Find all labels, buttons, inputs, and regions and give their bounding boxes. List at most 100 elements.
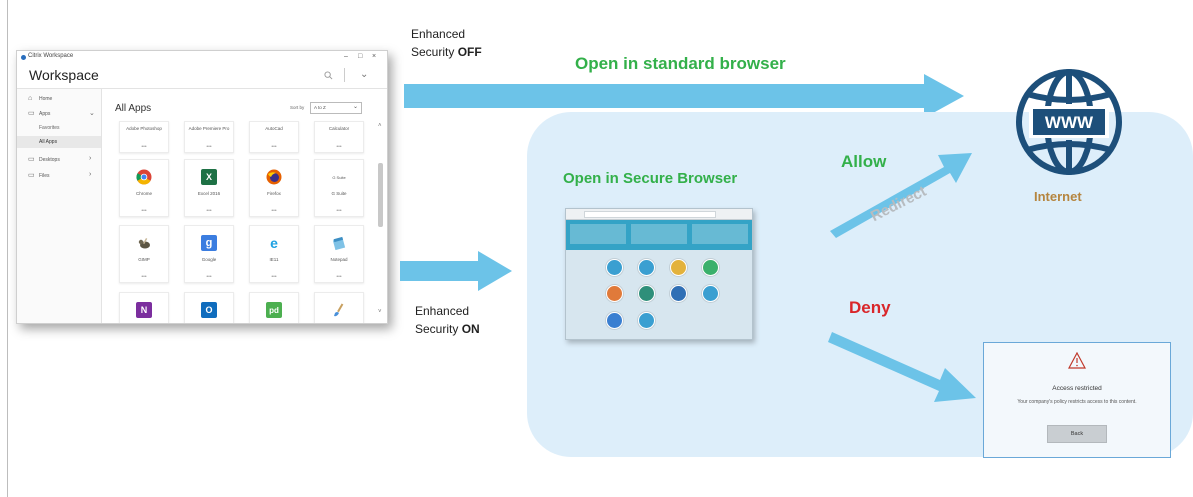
home-icon: ⌂ [28, 95, 33, 102]
app-tile-onenote[interactable]: N [119, 292, 169, 323]
shield-icon [638, 312, 655, 329]
access-restricted-title: Access restricted [1052, 385, 1102, 392]
sidebar-item-label: Apps [39, 111, 51, 117]
app-name: Adobe Premiere Pro [188, 126, 230, 131]
sidebar-subitem-favorites[interactable]: Favorites [17, 122, 101, 134]
label-line: Enhanced [411, 27, 466, 41]
user-icon [606, 259, 623, 276]
app-tile-firefox[interactable]: Firefox ••• [249, 159, 299, 217]
app-tile-ie11[interactable]: e IE11 ••• [249, 225, 299, 283]
minimize-button[interactable]: – [344, 53, 348, 60]
more-options-button[interactable]: ••• [271, 208, 277, 214]
account-menu-chevron-icon[interactable]: ⌄ [360, 69, 369, 80]
open-secure-browser-label: Open in Secure Browser [563, 170, 738, 187]
more-options-button[interactable]: ••• [141, 208, 147, 214]
app-tile-gsuite[interactable]: G Suite G Suite ••• [314, 159, 364, 217]
close-button[interactable]: × [372, 53, 377, 60]
citrix-logo-icon [21, 55, 26, 60]
app-tile-excel[interactable]: X Excel 2016 ••• [184, 159, 234, 217]
app-tile-adobe-photoshop[interactable]: Adobe Photoshop ••• [119, 121, 169, 153]
app-tile-notepad[interactable]: Notepad ••• [314, 225, 364, 283]
arrow-deny [828, 318, 978, 408]
scroll-down-icon[interactable]: ˅ [378, 309, 382, 315]
sort-dropdown[interactable]: A to Z ⌄ [310, 102, 362, 114]
sort-label: Sort by [290, 105, 305, 110]
left-divider-line [7, 0, 8, 497]
more-options-button[interactable]: ••• [271, 144, 277, 150]
banner-card [692, 224, 748, 244]
warning-icon [1068, 351, 1086, 374]
paint-icon [331, 302, 347, 318]
app-tile-autocad[interactable]: AutoCad ••• [249, 121, 299, 153]
more-options-button[interactable]: ••• [141, 144, 147, 150]
page-title: All Apps [115, 103, 152, 114]
scrollbar-thumb[interactable] [378, 163, 383, 227]
secure-browser-screenshot [565, 208, 753, 340]
maximize-button[interactable]: □ [358, 53, 363, 60]
sidebar-item-apps[interactable]: ▭ Apps ⌄ [17, 107, 101, 120]
cloud-icon [670, 285, 687, 302]
arrow-to-secure-browser [400, 251, 514, 291]
internet-label: Internet [1034, 189, 1082, 204]
enhanced-security-off-label: Enhanced Security OFF [411, 25, 482, 61]
notepad-icon [331, 235, 347, 251]
chevron-right-icon: › [89, 155, 92, 162]
label-bold: OFF [457, 45, 482, 59]
label-prefix: Security [415, 322, 462, 336]
sort-value: A to Z [314, 105, 326, 110]
more-options-button[interactable]: ••• [206, 144, 212, 150]
chevron-down-icon: ⌄ [352, 104, 358, 110]
label-line: Security ON [415, 320, 480, 338]
app-tile-calculator[interactable]: Calculator ••• [314, 121, 364, 153]
app-tile-paint[interactable] [314, 292, 364, 323]
apps-scrollbar[interactable]: ˄ ˅ [378, 123, 384, 323]
app-name: Chrome [135, 191, 152, 196]
chrome-icon [136, 169, 152, 185]
app-name: Firefox [267, 191, 281, 196]
search-icon[interactable] [324, 71, 333, 82]
more-options-button[interactable]: ••• [271, 274, 277, 280]
app-tile-google[interactable]: g Google ••• [184, 225, 234, 283]
more-options-button[interactable]: ••• [336, 274, 342, 280]
sidebar-item-home[interactable]: ⌂ Home [17, 92, 101, 105]
sidebar-subitem-all-apps[interactable]: All Apps [17, 136, 101, 148]
label-prefix: Security [411, 45, 458, 59]
app-name: Calculator [328, 126, 350, 131]
workspace-window: Citrix Workspace – □ × Workspace ⌄ ⌂ Hom… [16, 50, 388, 324]
label-line: Enhanced [415, 304, 470, 318]
grid-icon [638, 285, 655, 302]
app-name: GIMP [138, 257, 150, 262]
app-tile-outlook[interactable]: O [184, 292, 234, 323]
access-restricted-message: Your company's policy restricts access t… [1017, 399, 1137, 405]
open-standard-browser-label: Open in standard browser [575, 54, 786, 73]
sidebar-item-desktops[interactable]: ▭ Desktops › [17, 153, 101, 166]
more-options-button[interactable]: ••• [336, 144, 342, 150]
banner-card [570, 224, 626, 244]
more-options-button[interactable]: ••• [141, 274, 147, 280]
app-tile-chrome[interactable]: Chrome ••• [119, 159, 169, 217]
app-tile-gimp[interactable]: GIMP ••• [119, 225, 169, 283]
pdf-icon: pd [266, 302, 282, 318]
back-button[interactable]: Back [1047, 425, 1107, 443]
onenote-icon: N [136, 302, 152, 318]
app-name: Excel 2016 [197, 191, 221, 196]
google-icon: g [201, 235, 217, 251]
banner-card [631, 224, 687, 244]
excel-icon: X [201, 169, 217, 185]
browser-address-bar [584, 211, 716, 218]
gimp-icon [136, 235, 152, 251]
sidebar-item-files[interactable]: ▭ Files › [17, 169, 101, 182]
sidebar-item-label: Files [39, 173, 50, 179]
app-tile-adobe-premiere-pro[interactable]: Adobe Premiere Pro ••• [184, 121, 234, 153]
more-options-button[interactable]: ••• [206, 208, 212, 214]
workspace-sidebar: ⌂ Home ▭ Apps ⌄ Favorites All Apps ▭ Des… [17, 89, 102, 323]
app-name: IE11 [269, 257, 279, 262]
more-options-button[interactable]: ••• [336, 208, 342, 214]
scroll-up-icon[interactable]: ˄ [378, 123, 382, 129]
sidebar-item-label: Home [39, 96, 53, 102]
more-options-button[interactable]: ••• [206, 274, 212, 280]
app-tile-pdf[interactable]: pd [249, 292, 299, 323]
app-name: Adobe Photoshop [126, 126, 162, 131]
check-icon [670, 259, 687, 276]
sidebar-subitem-label: All Apps [39, 139, 58, 145]
